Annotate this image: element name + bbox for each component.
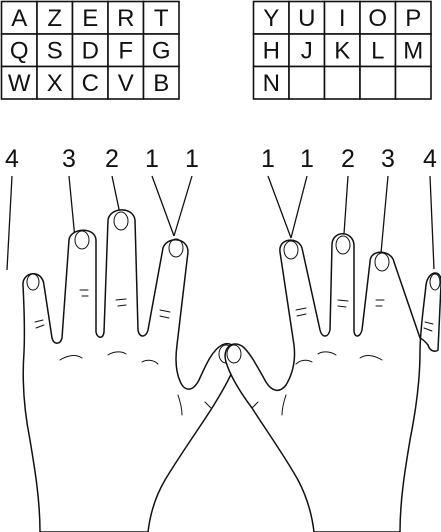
left-key-x: X [47, 70, 63, 97]
left-key-e: E [82, 5, 98, 32]
right-key-u: U [298, 5, 315, 32]
right-key-l: L [371, 37, 384, 64]
left-key-z: Z [47, 5, 62, 32]
right-key-y: Y [263, 5, 279, 32]
left-key-w: W [8, 70, 31, 97]
right-key-j: J [301, 37, 313, 64]
left-key-b: B [153, 70, 169, 97]
left-key-a: A [11, 5, 27, 32]
right-key-cell [396, 67, 432, 100]
left-key-c: C [82, 70, 99, 97]
left-finger-number-index-a: 1 [145, 145, 159, 173]
left-key-r: R [117, 5, 134, 32]
left-key-t: T [154, 5, 169, 32]
pointer-line-right-pinky [430, 176, 434, 269]
right-key-k: K [334, 37, 350, 64]
pointer-line-left-pinky [7, 176, 12, 270]
left-finger-number-ring: 3 [62, 145, 76, 173]
left-key-s: S [47, 37, 63, 64]
right-finger-numbers: 1 1 2 3 4 [261, 145, 437, 173]
left-key-g: G [152, 37, 171, 64]
left-key-d: D [82, 37, 99, 64]
right-key-h: H [263, 37, 280, 64]
right-finger-number-pinky: 4 [423, 145, 437, 173]
right-finger-number-middle: 2 [341, 145, 355, 173]
right-key-o: O [368, 5, 387, 32]
pointer-line-left-index-a [152, 176, 174, 236]
pointer-line-right-index-b [291, 176, 307, 238]
left-finger-number-middle: 2 [105, 145, 119, 173]
right-key-n: N [263, 70, 280, 97]
left-finger-number-pinky: 4 [5, 145, 19, 173]
right-finger-number-ring: 3 [381, 145, 395, 173]
left-finger-number-index-b: 1 [185, 145, 199, 173]
left-key-f: F [118, 37, 133, 64]
pointer-line-left-index-b [174, 176, 192, 236]
right-key-i: I [339, 5, 346, 32]
right-key-cell [360, 67, 396, 100]
right-key-cell [289, 67, 325, 100]
pointer-line-right-index-a [268, 176, 291, 238]
right-key-p: P [405, 5, 421, 32]
right-key-cell [325, 67, 361, 100]
right-key-m: M [403, 37, 423, 64]
pointer-line-right-ring [381, 176, 388, 253]
right-hand [225, 234, 441, 532]
left-finger-numbers: 4 3 2 1 1 [5, 145, 199, 173]
left-key-v: V [118, 70, 134, 97]
right-finger-number-index-b: 1 [300, 145, 314, 173]
left-hand [23, 210, 237, 532]
left-key-q: Q [10, 37, 29, 64]
pointer-line-right-middle [344, 176, 348, 234]
pointer-line-left-middle [112, 176, 120, 214]
right-finger-number-index-a: 1 [261, 145, 275, 173]
